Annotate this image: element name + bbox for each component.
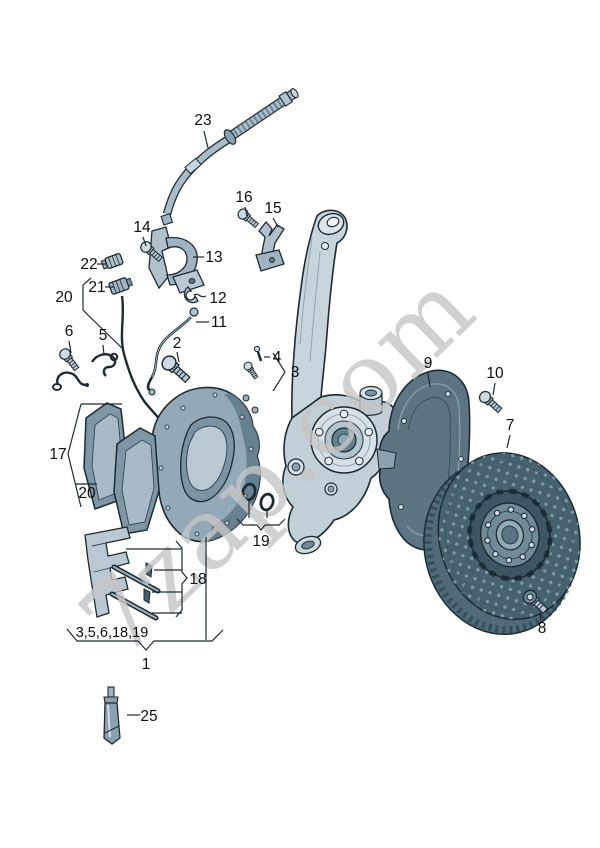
callout-16: 16 (235, 189, 252, 206)
o-rings (241, 482, 275, 512)
hose-bracket (148, 226, 205, 294)
steering-knuckle (282, 209, 398, 555)
callout-25: 25 (140, 708, 157, 725)
callout-group-3-5-6-18-19: 3,5,6,18,19 (76, 625, 149, 641)
callout-15: 15 (264, 200, 281, 217)
protective-cap (100, 253, 124, 270)
sensor-connector (108, 277, 134, 295)
grease-tube (103, 686, 121, 745)
callout-13: 13 (205, 249, 222, 266)
callout-4: 4 (273, 349, 282, 366)
caliper-bolt-2 (161, 355, 191, 384)
retaining-bracket (255, 220, 285, 272)
retaining-clip (183, 286, 199, 304)
hose-end-fitting (278, 88, 299, 107)
bracket-screw-14 (140, 241, 163, 262)
brake-disc (423, 452, 581, 636)
brake-pads (83, 402, 160, 535)
callout-20-lower: 20 (78, 485, 96, 502)
spring-clip (90, 352, 119, 377)
callout-11: 11 (211, 314, 227, 331)
hose-sleeve (184, 157, 202, 175)
hose-lower-fitting (160, 213, 174, 226)
callout-9: 9 (424, 355, 433, 372)
shield-bolt-10 (478, 390, 503, 414)
callout-3: 3 (291, 364, 300, 381)
bracket-screw-16 (237, 208, 260, 229)
callout-17: 17 (49, 446, 66, 463)
callout-2: 2 (173, 335, 182, 352)
callout-23: 23 (194, 112, 211, 129)
callout-5: 5 (99, 327, 108, 344)
callout-7: 7 (506, 417, 515, 434)
callout-10: 10 (486, 365, 504, 382)
bleeder-pin-4 (253, 345, 263, 362)
callout-14: 14 (133, 219, 151, 236)
callout-1: 1 (142, 656, 151, 673)
callout-20-upper: 20 (55, 289, 73, 306)
screw-6 (59, 348, 80, 372)
callout-18: 18 (189, 571, 206, 588)
pad-retaining-set (84, 526, 161, 621)
brake-pipe (146, 307, 199, 396)
leader-lines (66, 130, 542, 716)
callout-6: 6 (65, 323, 74, 340)
callout-19: 19 (252, 533, 269, 550)
brake-hose (160, 88, 299, 226)
screw-4 (243, 361, 259, 380)
callout-12: 12 (209, 290, 226, 307)
wire-clip (52, 371, 89, 391)
callout-8: 8 (538, 620, 547, 637)
callout-22: 22 (80, 256, 97, 273)
callout-21: 21 (88, 279, 105, 296)
disc-screw-8 (522, 589, 549, 614)
brake-caliper (150, 386, 261, 543)
